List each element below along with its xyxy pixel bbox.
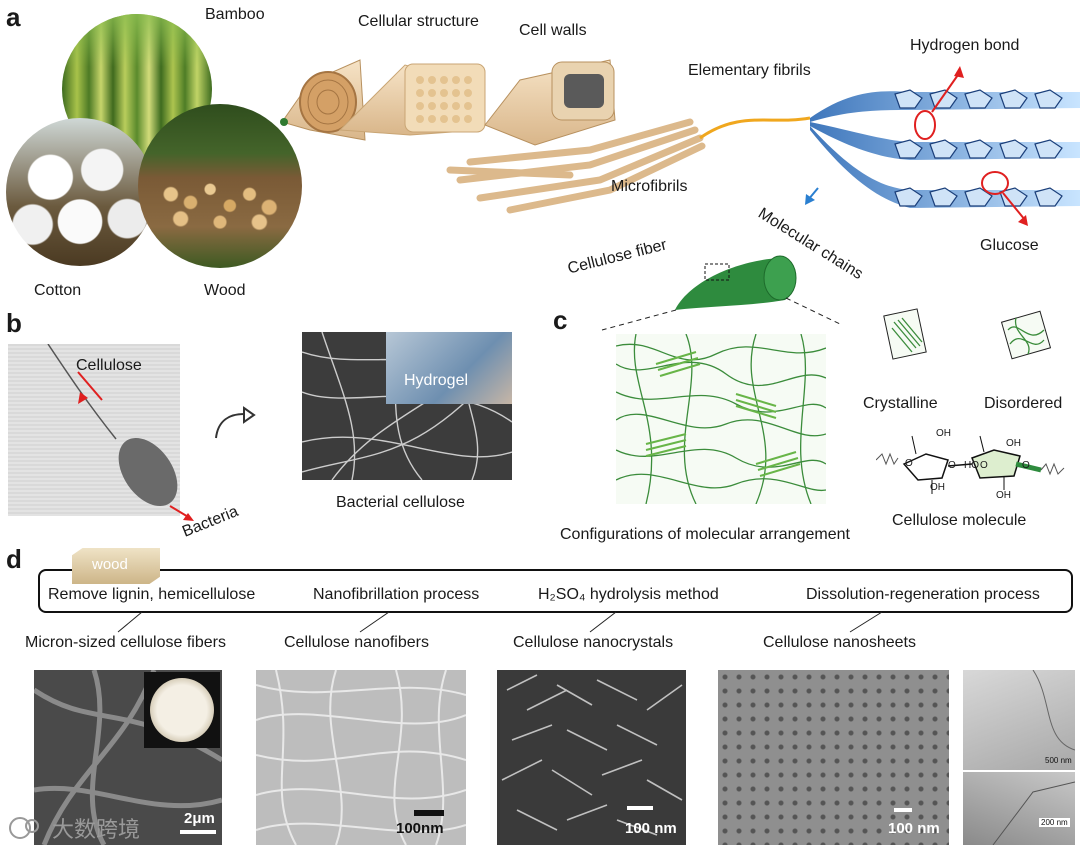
cellulose-hierarchy-illustration	[270, 30, 1080, 260]
configurations-label: Configurations of molecular arrangement	[560, 526, 850, 544]
microfibrils-label: Microfibrils	[611, 178, 687, 196]
ho-label: HO	[964, 460, 979, 471]
product-nanocrystals: Cellulose nanocrystals	[513, 634, 673, 652]
panel-letter-c: c	[553, 305, 567, 336]
panel-letter-b: b	[6, 308, 22, 339]
bacterial-cellulose-micrograph: Hydrogel	[302, 332, 512, 480]
tem-nanosheet-bottom: 200 nm	[963, 772, 1075, 845]
bacterial-cellulose-label: Bacterial cellulose	[336, 494, 465, 512]
watermark-text: 大数跨境	[52, 812, 140, 844]
scale-100nm-2: 100 nm	[625, 820, 677, 837]
scale-500nm: 500 nm	[1045, 756, 1072, 765]
product-nanosheets: Cellulose nanosheets	[763, 634, 916, 652]
hydrogen-bond-label: Hydrogen bond	[910, 37, 1019, 55]
step-nanofibrillation: Nanofibrillation process	[313, 586, 479, 604]
scale-200nm: 200 nm	[1039, 818, 1070, 827]
step-h2so4-hydrolysis: H₂SO₄ hydrolysis method	[538, 586, 719, 604]
oh-label-3: OH	[930, 482, 945, 493]
o-label-3: O	[980, 460, 988, 471]
panel-letter-d: d	[6, 544, 22, 575]
scale-2um: 2μm	[184, 810, 215, 827]
process-connectors	[0, 610, 1080, 634]
hydrogel-photo	[386, 332, 512, 404]
cellular-structure-label: Cellular structure	[358, 13, 479, 31]
sem-nanosheets: 100 nm	[718, 670, 949, 845]
cell-walls-label: Cell walls	[519, 22, 587, 40]
product-micron-fibers: Micron-sized cellulose fibers	[25, 634, 226, 652]
step-remove-lignin: Remove lignin, hemicellulose	[48, 586, 255, 604]
molecular-arrangement-illustration	[616, 334, 826, 504]
crystalline-icon	[882, 306, 930, 362]
bamboo-label: Bamboo	[205, 6, 265, 24]
oh-label-1: OH	[936, 428, 951, 439]
wood-label: Wood	[204, 282, 246, 300]
oh-label-4: OH	[996, 490, 1011, 501]
o-label-4: O	[1022, 460, 1030, 471]
o-label-1: O	[905, 458, 913, 469]
o-label-2: O	[948, 460, 956, 471]
cotton-photo	[6, 118, 154, 266]
glucose-label: Glucose	[980, 237, 1039, 255]
disordered-icon	[998, 310, 1054, 360]
wood-block-label: wood	[92, 556, 128, 573]
oh-label-2: OH	[1006, 438, 1021, 449]
cellulose-label: Cellulose	[76, 357, 142, 375]
cellulose-molecule-label: Cellulose molecule	[892, 512, 1026, 530]
curved-arrow-icon	[210, 404, 256, 444]
disordered-label: Disordered	[984, 395, 1062, 413]
cellulose-powder-photo	[144, 672, 220, 748]
sem-nanofibers: 100nm	[256, 670, 466, 845]
watermark-logo-icon	[6, 812, 46, 842]
step-dissolution-regeneration: Dissolution-regeneration process	[806, 586, 1040, 604]
product-nanofibers: Cellulose nanofibers	[284, 634, 429, 652]
crystalline-label: Crystalline	[863, 395, 938, 413]
tem-nanosheet-top: 500 nm	[963, 670, 1075, 770]
elementary-fibrils-label: Elementary fibrils	[688, 62, 811, 80]
sem-nanocrystals: 100 nm	[497, 670, 686, 845]
cotton-label: Cotton	[34, 282, 81, 300]
panel-letter-a: a	[6, 2, 20, 33]
scale-100nm-1: 100nm	[396, 820, 444, 837]
cellulose-fiber-illustration	[600, 250, 850, 340]
hydrogel-label: Hydrogel	[404, 372, 468, 390]
scale-100nm-3: 100 nm	[888, 820, 940, 837]
